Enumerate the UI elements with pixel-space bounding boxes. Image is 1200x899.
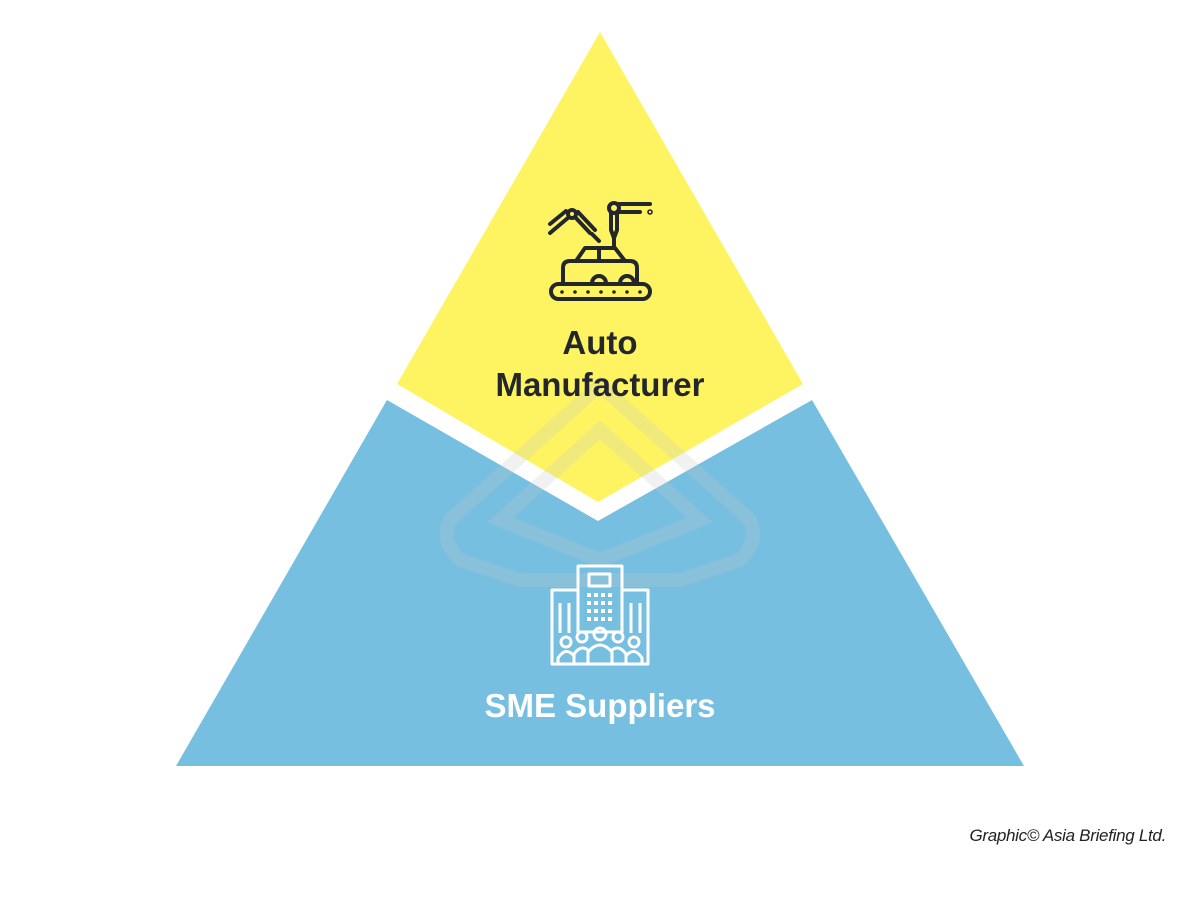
bottom-tier-shape [176, 400, 1024, 766]
bottom-tier-label: SME Suppliers [484, 687, 716, 724]
robotic-car-assembly-icon [548, 201, 653, 301]
credit-text: Graphic© Asia Briefing Ltd. [969, 826, 1166, 845]
building-windows [587, 593, 612, 621]
watermark-logo [439, 375, 761, 587]
top-tier-shape [397, 32, 803, 502]
top-tier-label: Auto Manufacturer [450, 322, 750, 406]
top-tier-label-line2: Manufacturer [495, 366, 705, 403]
buildings-and-people-icon [550, 564, 650, 666]
top-tier-label-line1: Auto [562, 324, 638, 361]
conveyor-dots [560, 290, 642, 294]
